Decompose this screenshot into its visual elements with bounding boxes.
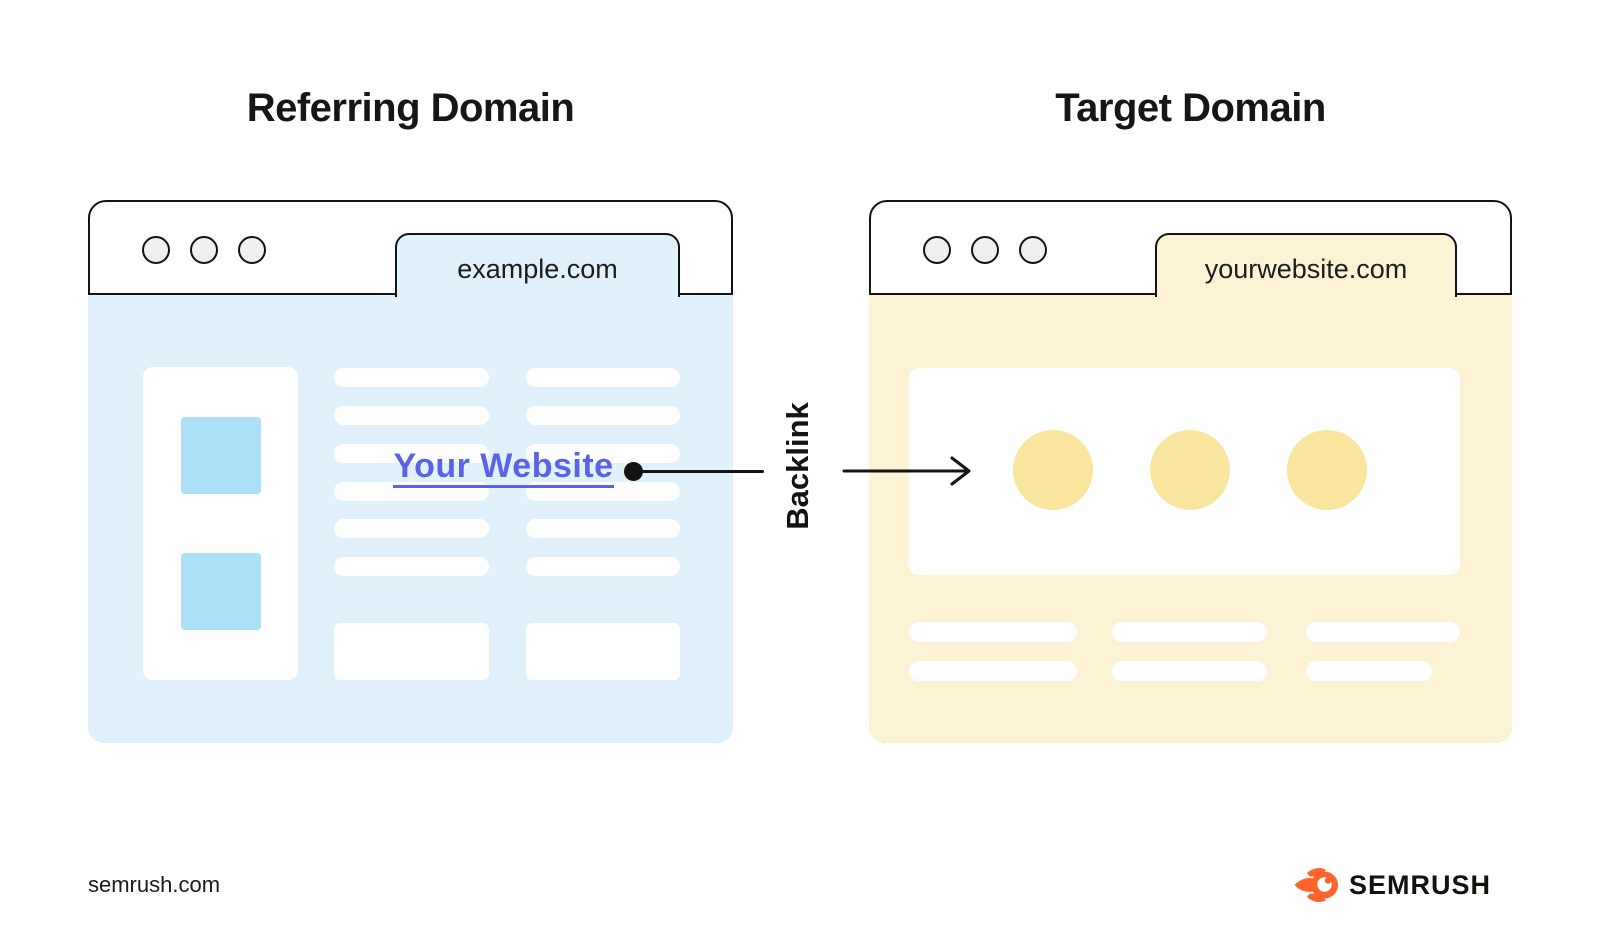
text-line-placeholder (334, 444, 489, 463)
browser-window-referring: example.com Your Website (88, 200, 733, 743)
backlink-line-left (632, 469, 764, 473)
tab-example-com: example.com (395, 233, 680, 297)
text-line-placeholder (334, 406, 489, 425)
text-line-placeholder (334, 519, 489, 538)
avatar-circle-placeholder (1013, 430, 1093, 510)
traffic-light-icon (238, 236, 266, 264)
tab-yourwebsite-com: yourwebsite.com (1155, 233, 1457, 297)
avatar-circle-placeholder (1287, 430, 1367, 510)
backlink-arrow (842, 456, 971, 486)
traffic-light-icon (1019, 236, 1047, 264)
sidebar-placeholder (143, 367, 298, 680)
avatar-circle-placeholder (1150, 430, 1230, 510)
traffic-light-icon (971, 236, 999, 264)
text-line-placeholder (1306, 661, 1432, 681)
text-line-placeholder (1112, 661, 1267, 681)
your-website-link[interactable]: Your Website (333, 447, 674, 488)
text-line-placeholder (526, 444, 680, 463)
text-line-placeholder (526, 368, 680, 387)
thumbnail-placeholder (181, 553, 261, 630)
your-website-link-text[interactable]: Your Website (393, 448, 614, 488)
text-line-placeholder (526, 406, 680, 425)
content-block-placeholder (334, 623, 489, 680)
tab-label: example.com (457, 253, 618, 284)
text-line-placeholder (334, 557, 489, 576)
window-controls (142, 236, 266, 264)
thumbnail-placeholder (181, 417, 261, 494)
content-block-placeholder (526, 623, 680, 680)
browser-window-target: yourwebsite.com (869, 200, 1512, 743)
text-line-placeholder (526, 519, 680, 538)
traffic-light-icon (142, 236, 170, 264)
source-credit: semrush.com (88, 872, 221, 897)
text-line-placeholder (1306, 622, 1460, 642)
text-line-placeholder (1112, 622, 1267, 642)
text-line-placeholder (526, 557, 680, 576)
referring-domain-title: Referring Domain (246, 86, 575, 130)
text-line-placeholder (334, 368, 489, 387)
window-controls (923, 236, 1047, 264)
tab-label: yourwebsite.com (1204, 253, 1408, 284)
target-domain-title: Target Domain (1055, 86, 1326, 130)
semrush-logo: SEMRUSH (1294, 864, 1491, 906)
semrush-wordmark: SEMRUSH (1349, 869, 1492, 900)
text-line-placeholder (909, 661, 1077, 681)
text-line-placeholder (909, 622, 1077, 642)
semrush-flame-icon (1294, 867, 1338, 903)
traffic-light-icon (190, 236, 218, 264)
traffic-light-icon (923, 236, 951, 264)
